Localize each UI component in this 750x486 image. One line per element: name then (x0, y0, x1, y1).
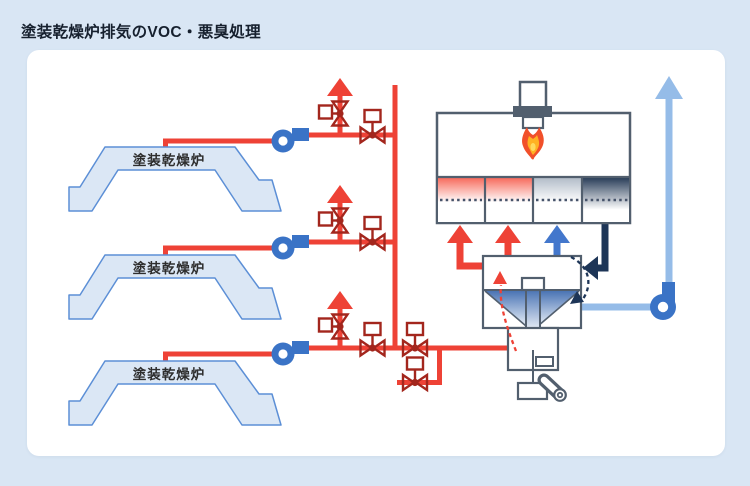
damper-valve-icon (317, 100, 349, 127)
oven-label: 塗装乾燥炉 (133, 366, 206, 382)
stack-arrow (655, 76, 683, 99)
damper-valve-icon (359, 108, 386, 144)
oven-label: 塗装乾燥炉 (133, 152, 206, 168)
heat-bed-1 (438, 178, 484, 222)
page-title: 塗装乾燥炉排気のVOC・悪臭処理 (21, 24, 261, 41)
flame-icon (522, 127, 544, 160)
rotation-arrow-navy (570, 255, 590, 304)
burner-icon (513, 80, 552, 130)
damper-valve-icon (401, 321, 429, 357)
damper-valve-icon (317, 313, 349, 340)
drive-motor-icon (516, 373, 567, 402)
exhaust-branch-3 (163, 291, 510, 385)
hot-gas-return-line (583, 222, 609, 280)
stack-fan-icon (650, 282, 676, 320)
bypass-stack-arrow (327, 78, 353, 96)
heat-bed-3 (534, 178, 581, 222)
damper-valve-icon (401, 356, 429, 392)
bypass-stack-arrow (327, 185, 353, 203)
exhaust-fan-icon (271, 235, 309, 260)
paint-drying-oven-3: 塗装乾燥炉 (68, 360, 282, 426)
damper-valve-icon (359, 321, 386, 357)
rotary-distributor (481, 254, 590, 402)
paint-drying-oven-1: 塗装乾燥炉 (68, 146, 282, 212)
oven-label: 塗装乾燥炉 (133, 260, 206, 276)
clean-exhaust-line (581, 76, 683, 311)
paint-drying-oven-2: 塗装乾燥炉 (68, 254, 282, 320)
heat-bed-2 (486, 178, 532, 222)
exhaust-fan-icon (271, 341, 309, 366)
exhaust-fan-icon (271, 128, 309, 153)
bypass-stack-arrow (327, 291, 353, 309)
heat-bed-4 (583, 178, 629, 222)
rotation-arrow-red (493, 271, 518, 352)
counterweight (535, 356, 554, 367)
thermal-oxidizer-unit (435, 80, 632, 225)
damper-valve-icon (359, 215, 386, 251)
damper-valve-icon (317, 207, 349, 234)
